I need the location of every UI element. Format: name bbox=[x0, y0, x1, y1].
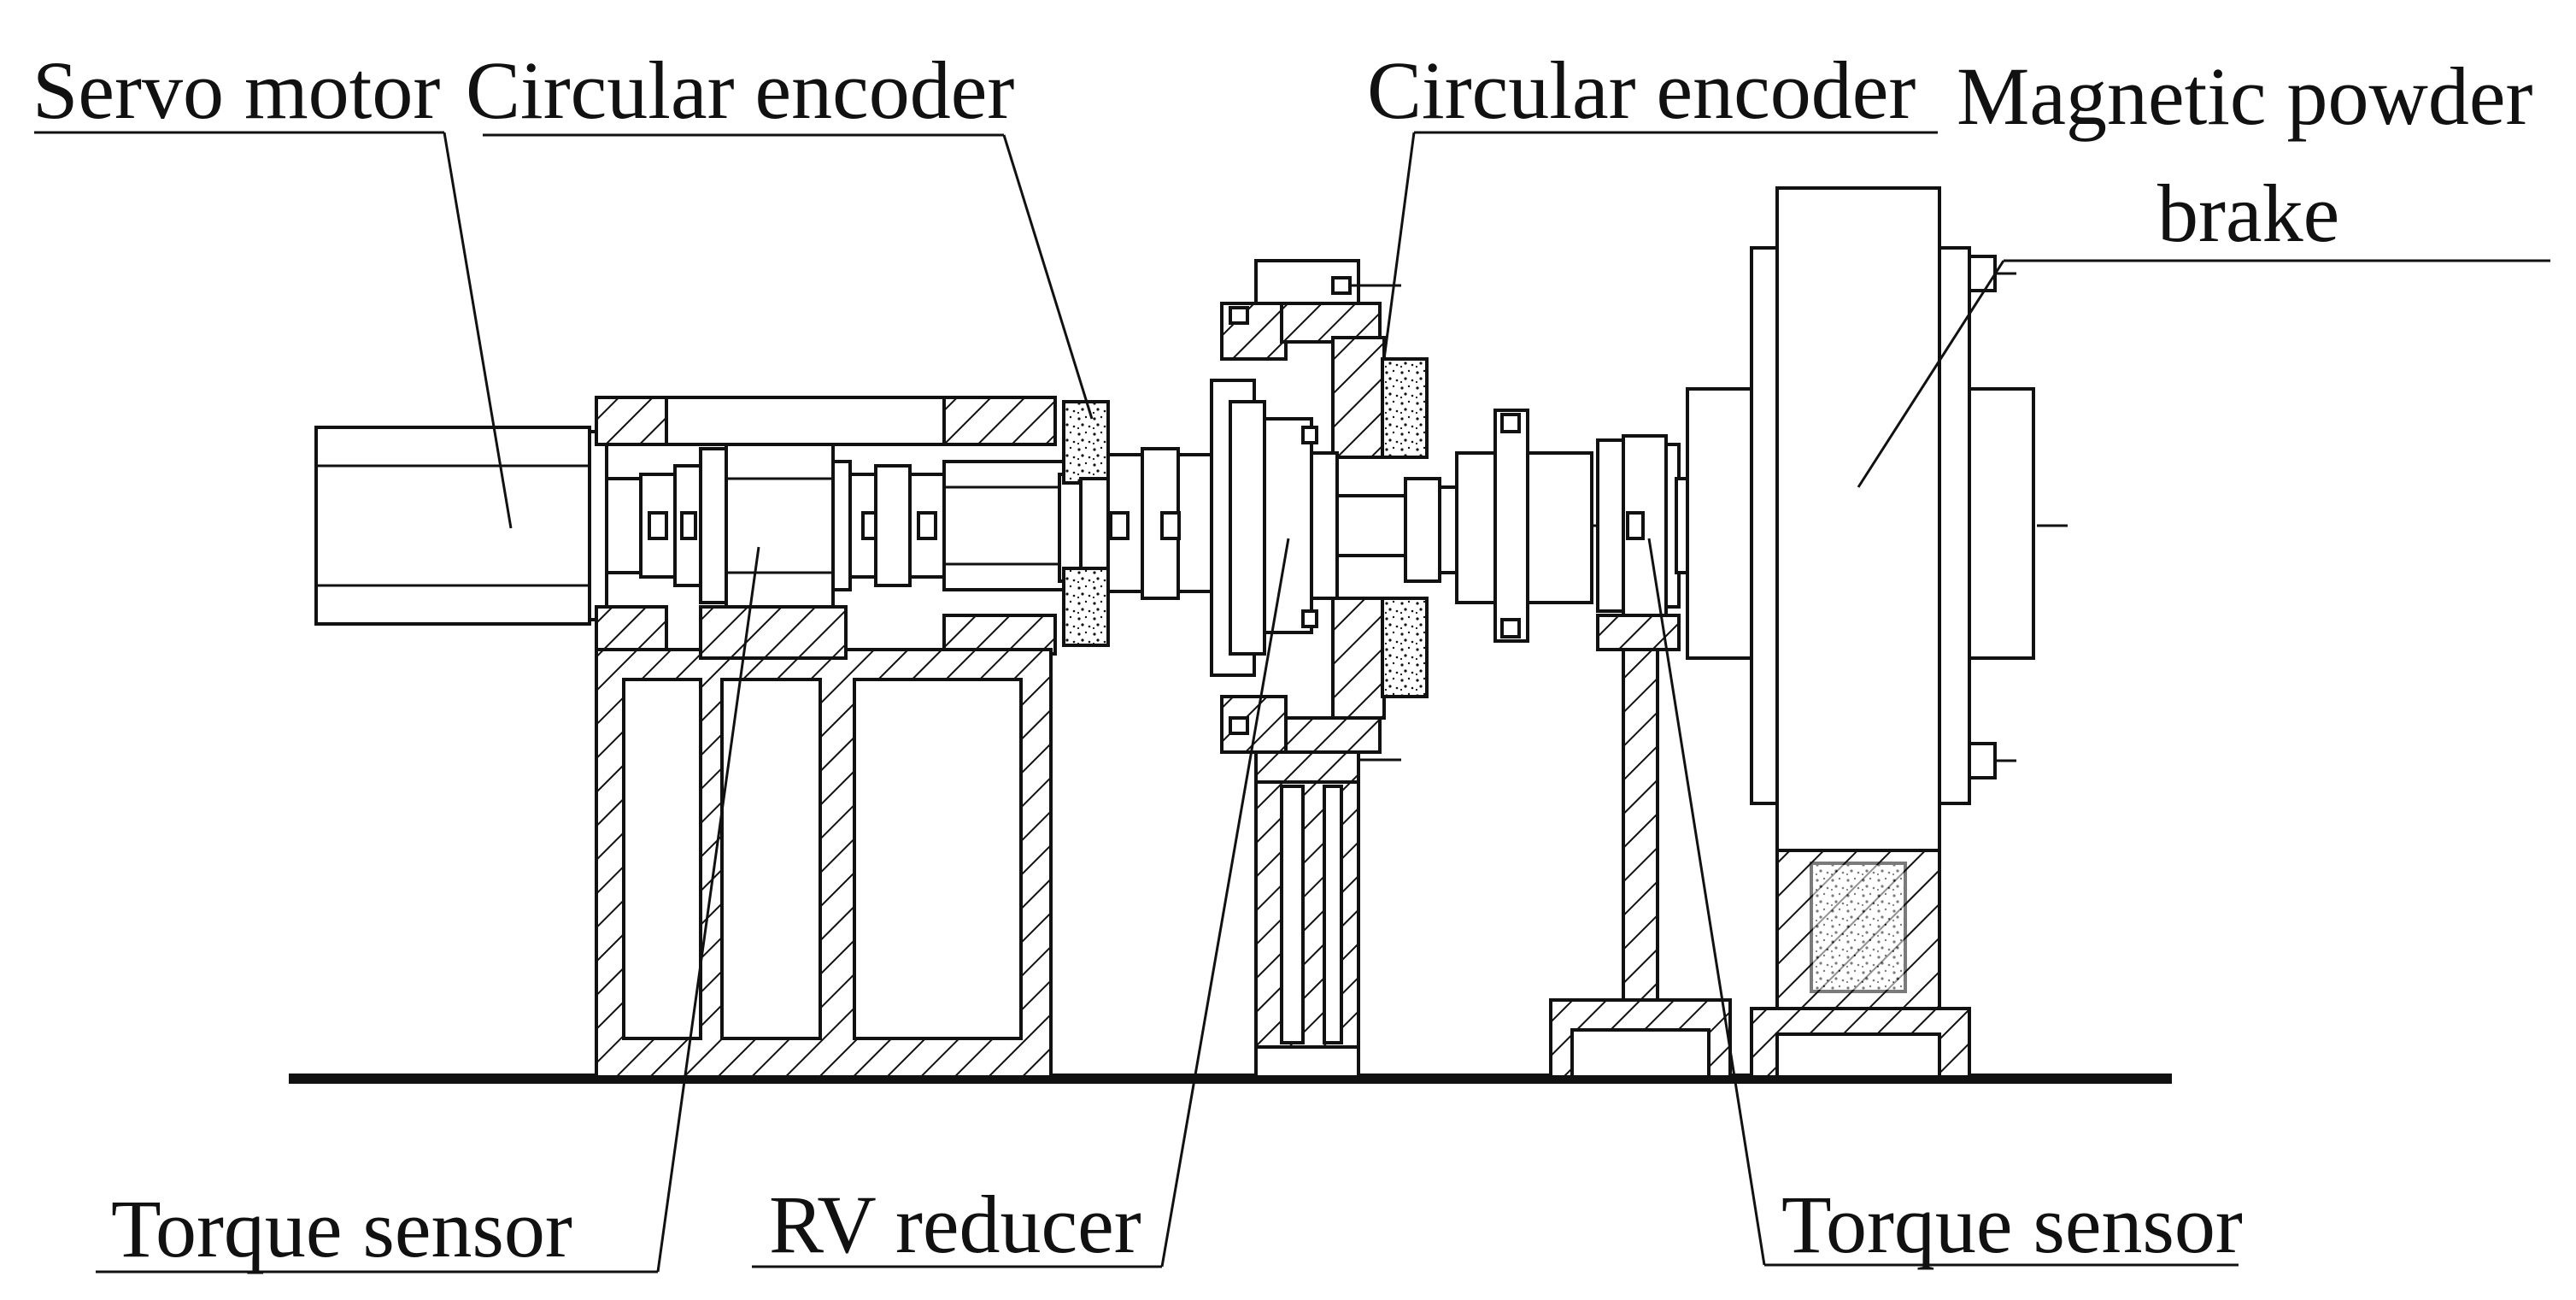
label-brake-line1: Magnetic powder bbox=[1957, 50, 2532, 142]
label-circular-encoder-right: Circular encoder bbox=[1367, 44, 1916, 136]
label-torque-sensor-left: Torque sensor bbox=[111, 1183, 572, 1274]
label-torque-sensor-right: Torque sensor bbox=[1781, 1179, 2243, 1270]
label-servo-motor: Servo motor bbox=[32, 44, 440, 136]
coupling-1 bbox=[1106, 447, 1218, 600]
coupling-2 bbox=[1455, 409, 1593, 643]
left-base-frame bbox=[595, 396, 1057, 1079]
label-brake-line2: brake bbox=[2157, 168, 2339, 259]
servo-motor bbox=[314, 426, 608, 626]
rv-reducer bbox=[1210, 259, 1476, 1079]
magnetic-powder-brake bbox=[1686, 186, 2035, 1079]
leader-lines bbox=[34, 131, 2550, 1274]
label-circular-encoder-left: Circular encoder bbox=[466, 44, 1014, 136]
right-torque-sensor bbox=[1549, 434, 1732, 1079]
left-circular-encoder bbox=[1062, 400, 1110, 647]
label-rv-reducer: RV reducer bbox=[769, 1179, 1141, 1270]
left-drive-train bbox=[605, 443, 1087, 609]
